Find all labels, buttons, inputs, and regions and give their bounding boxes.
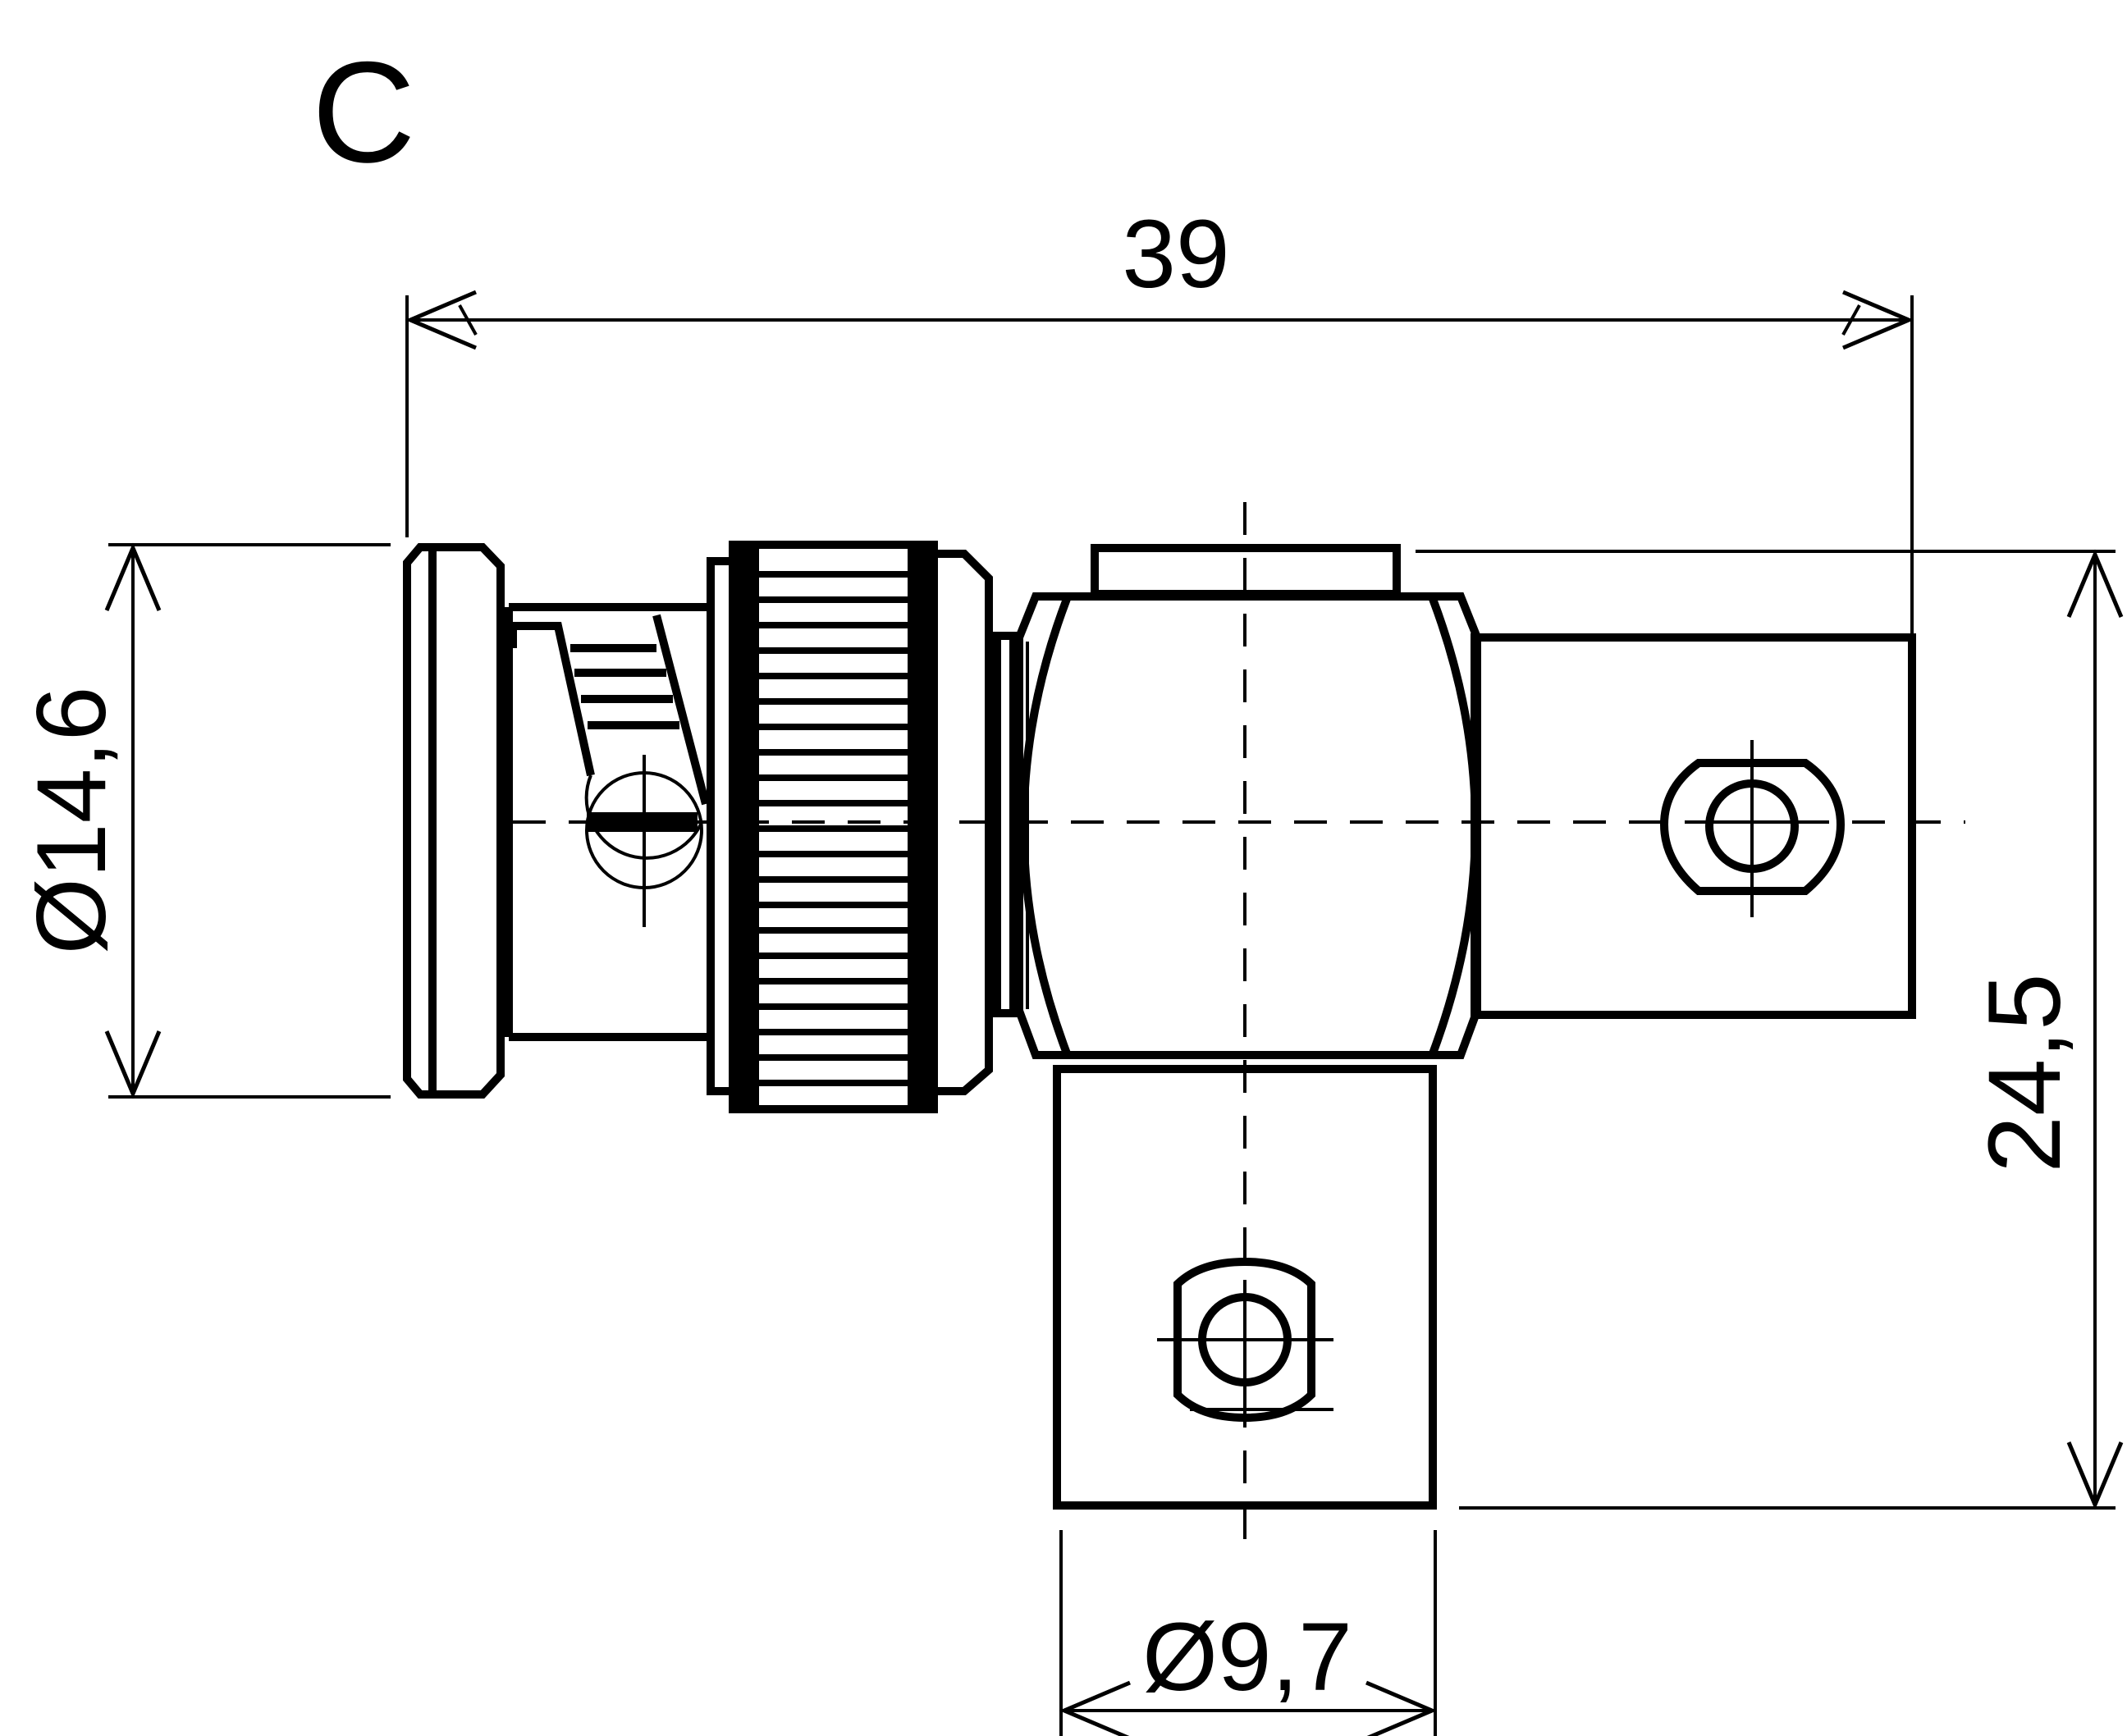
adapter-body xyxy=(1015,544,1481,1059)
dimension-plug-diameter: Ø14,6 xyxy=(16,542,391,1099)
dimension-length: 39 xyxy=(405,200,1914,640)
arrowhead-top xyxy=(104,542,162,611)
arrowhead-right xyxy=(1842,290,1914,350)
arrowhead-bottom xyxy=(104,1030,162,1099)
jack-right-body xyxy=(1471,633,1916,1019)
arrowhead-left xyxy=(405,290,477,350)
dimension-label-plug: Ø14,6 xyxy=(16,687,126,955)
jack-bottom xyxy=(1053,1065,1437,1510)
arrowhead-left xyxy=(1059,1680,1131,1736)
arrowhead-top xyxy=(2066,549,2124,618)
bayonet-stud xyxy=(584,774,704,860)
jack-right-hex xyxy=(1659,759,1846,895)
bayonet-slot xyxy=(513,614,710,806)
body-curve-right xyxy=(1429,597,1480,1055)
dimension-height: 24,5 xyxy=(1416,549,2124,1510)
arrowhead-bottom xyxy=(2066,1441,2124,1510)
dimension-jack-diameter: Ø9,7 xyxy=(1059,1530,1438,1736)
jack-bottom-body xyxy=(1053,1065,1437,1510)
jack-right xyxy=(1471,633,1916,1019)
bnc-plug xyxy=(403,541,1018,1113)
dimension-label-height: 24,5 xyxy=(1968,973,2082,1172)
plug-end-cap xyxy=(403,543,505,1099)
body-housing xyxy=(1015,592,1481,1059)
knurl-lines xyxy=(759,571,908,1086)
body-curve-left xyxy=(1019,597,1071,1055)
dimension-label-length: 39 xyxy=(1122,200,1229,308)
arrowhead-right xyxy=(1365,1680,1438,1736)
dimension-label-jack: Ø9,7 xyxy=(1142,1603,1352,1711)
jack-bottom-hex xyxy=(1173,1257,1315,1423)
view-label: C xyxy=(312,33,415,193)
